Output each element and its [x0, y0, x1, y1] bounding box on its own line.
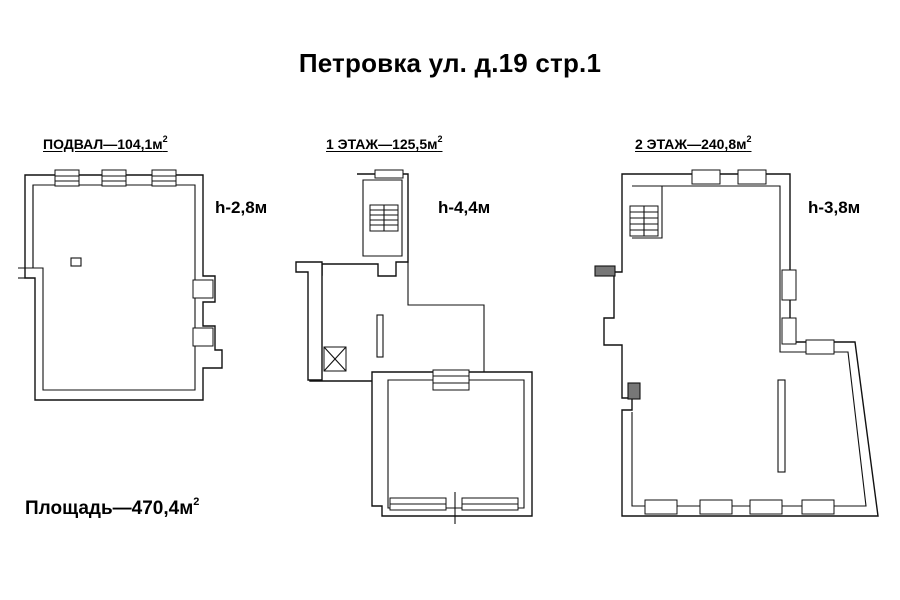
- floor-1-outer-wall: [309, 173, 533, 517]
- floor-1-stair-core: [362, 179, 403, 257]
- total-area-text: Площадь—470,4м: [25, 498, 194, 519]
- floor-1-area-sup: 2: [437, 134, 443, 144]
- page-title: Петровка ул. д.19 стр.1: [298, 48, 602, 78]
- total-area-sup: 2: [193, 496, 200, 508]
- basement-area-sup: 2: [162, 134, 168, 144]
- floor-2-height: h-3,8м: [808, 198, 861, 217]
- floor-2-column: [777, 379, 786, 473]
- basement-plan: [18, 169, 223, 401]
- floor-2-inner-wall: [631, 185, 867, 507]
- floor-1-west-annex: [295, 261, 323, 381]
- floor-1-partition: [407, 262, 485, 372]
- basement-column: [70, 257, 82, 267]
- floor-1-area: 1 ЭТАЖ—125,5м: [326, 136, 438, 152]
- floor-2-stair-room: [632, 185, 663, 239]
- basement-height: h-2,8м: [215, 198, 268, 217]
- floor-2-vent: [627, 382, 641, 400]
- floor-1-inner-room: [387, 379, 525, 509]
- floor-1-plan: [295, 169, 533, 524]
- floor-2-area-sup: 2: [746, 134, 752, 144]
- floor-1-stairs: [369, 204, 399, 232]
- floor-1-column: [376, 314, 384, 358]
- floor-1-label: 1 ЭТАЖ—125,5м2: [326, 134, 442, 152]
- floor-1-elevator: [323, 346, 347, 372]
- floor-2-label: 2 ЭТАЖ—240,8м2: [635, 134, 751, 152]
- basement-windows: [54, 169, 214, 347]
- floor-1-height: h-4,4м: [438, 198, 491, 217]
- floor-2-chimney: [594, 265, 616, 277]
- total-area: Площадь—470,4м2: [25, 496, 199, 520]
- floor-2-plan: [594, 169, 879, 517]
- basement-outer-wall: [24, 174, 223, 401]
- floor-2-area: 2 ЭТАЖ—240,8м: [635, 136, 747, 152]
- basement-label: ПОДВАЛ—104,1м2: [43, 134, 168, 152]
- floor-1-windows: [374, 169, 519, 524]
- floor-2-windows: [644, 169, 835, 515]
- floor-2-stairs: [629, 205, 659, 237]
- basement-area: ПОДВАЛ—104,1м: [43, 136, 163, 152]
